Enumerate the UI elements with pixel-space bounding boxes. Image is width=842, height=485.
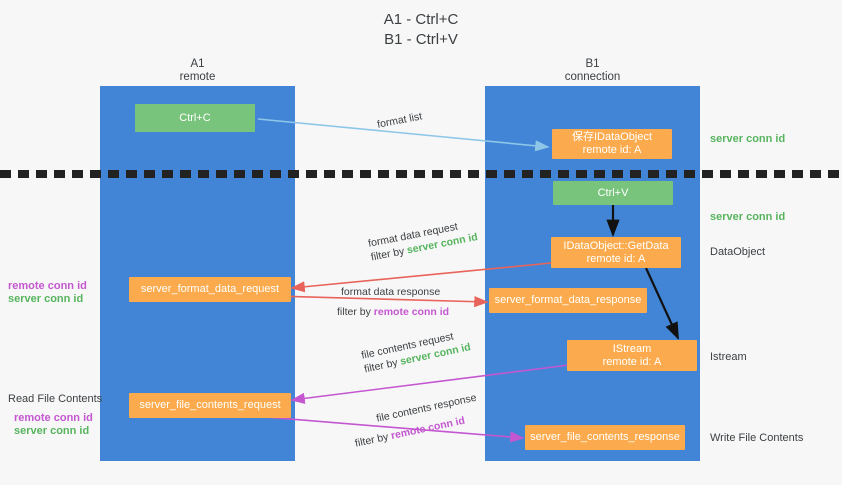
box-idataobject[interactable]: 保存IDataObject remote id: A xyxy=(552,129,672,159)
box-server-format-data-response-label: server_format_data_response xyxy=(494,294,642,306)
box-getdata-sub: remote id: A xyxy=(586,252,646,265)
arrow-getdata-istream xyxy=(644,267,680,341)
label-dataobject: DataObject xyxy=(710,246,766,258)
box-istream-sub: remote id: A xyxy=(602,355,662,368)
arrow-format-list xyxy=(257,118,550,152)
box-ctrl-v-label: Ctrl+V xyxy=(597,186,629,199)
phase-divider xyxy=(0,170,842,178)
label-server-conn-id-top: server conn id xyxy=(710,133,786,145)
box-server-file-contents-request-label: server_file_contents_request xyxy=(139,399,281,411)
annotation-format-data-response: format data response filter by remote co… xyxy=(337,285,449,319)
lane-header-b1: B1 connection xyxy=(485,58,700,84)
box-ctrl-c[interactable]: Ctrl+C xyxy=(135,104,255,132)
box-ctrl-v[interactable]: Ctrl+V xyxy=(553,181,673,205)
box-idataobject-sub: remote id: A xyxy=(582,144,642,156)
box-server-format-data-request[interactable]: server_format_data_request xyxy=(129,277,291,302)
label-remote-conn-id-1: remote conn id xyxy=(8,280,87,292)
annotation-format-data-response-line2: filter by remote conn id xyxy=(337,306,450,318)
lane-a1-title: A1 xyxy=(190,58,205,70)
page-title: A1 - Ctrl+C B1 - Ctrl+V xyxy=(383,11,459,48)
lane-a1-subtitle: remote xyxy=(179,71,216,83)
box-server-file-contents-response[interactable]: server_file_contents_response xyxy=(525,425,685,450)
label-server-conn-id-1: server conn id xyxy=(8,293,84,305)
label-server-conn-id-2: server conn id xyxy=(14,425,90,437)
arrow-format-data-request xyxy=(290,262,552,293)
box-server-format-data-response[interactable]: server_format_data_response xyxy=(489,288,647,313)
box-istream-label: IStream xyxy=(612,342,652,355)
box-ctrl-c-label: Ctrl+C xyxy=(179,111,211,124)
label-read-file-contents: Read File Contents xyxy=(8,393,103,405)
arrow-file-contents-request xyxy=(290,364,570,404)
label-istream: Istream xyxy=(710,351,747,363)
annotation-format-data-response-line1: format data response xyxy=(341,286,441,298)
lane-header-a1: A1 remote xyxy=(100,58,295,84)
lane-b1-subtitle: connection xyxy=(564,71,621,83)
label-remote-conn-id-2: remote conn id xyxy=(14,412,93,424)
lane-b1-title: B1 xyxy=(585,58,600,70)
box-server-file-contents-response-label: server_file_contents_response xyxy=(530,431,680,443)
box-idataobject-label: 保存IDataObject xyxy=(571,131,653,143)
label-write-file-contents: Write File Contents xyxy=(710,432,804,444)
box-server-format-data-request-label: server_format_data_request xyxy=(140,283,280,295)
box-getdata-label: IDataObject::GetData xyxy=(563,239,669,252)
box-getdata[interactable]: IDataObject::GetData remote id: A xyxy=(551,237,681,268)
box-istream[interactable]: IStream remote id: A xyxy=(567,340,697,371)
remote-conn-id-emphasis: remote conn id xyxy=(373,306,450,318)
label-server-conn-id-mid: server conn id xyxy=(710,211,786,223)
box-server-file-contents-request[interactable]: server_file_contents_request xyxy=(129,393,291,418)
